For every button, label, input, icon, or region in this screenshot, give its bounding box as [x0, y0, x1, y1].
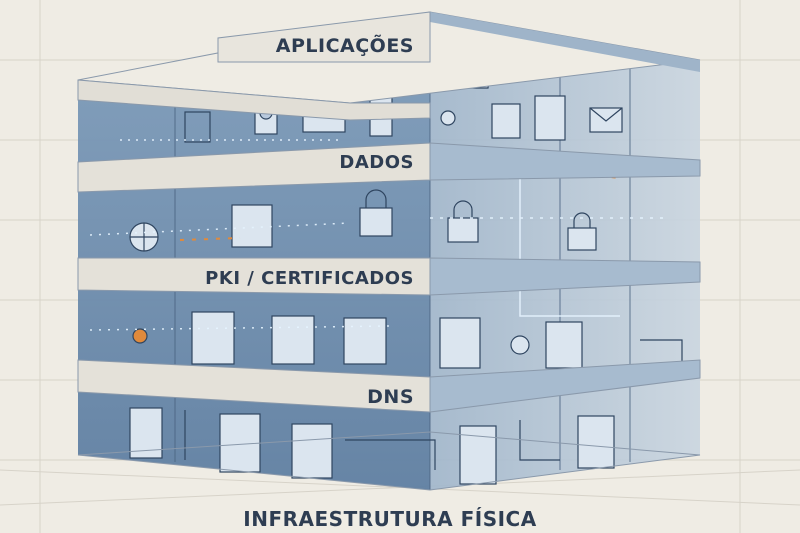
server-icon — [439, 317, 481, 369]
server-icon — [271, 315, 315, 365]
pki-interior — [132, 311, 683, 369]
padlock-icon — [359, 207, 393, 237]
server-icon — [343, 317, 387, 365]
pipe-icon — [184, 410, 560, 470]
router-icon — [510, 335, 530, 355]
base-label-physical-infrastructure: INFRAESTRUTURA FÍSICA — [243, 507, 536, 531]
data-interior — [129, 189, 597, 252]
server-icon — [191, 311, 235, 365]
data-flow-lines — [89, 139, 670, 331]
label-panel — [217, 11, 431, 63]
slabs — [77, 11, 701, 491]
gear-icon — [440, 110, 456, 126]
layer-label-data: DADOS — [339, 152, 414, 173]
server-icon — [291, 423, 333, 479]
layer-label-pki: PKI / CERTIFICADOS — [205, 268, 414, 289]
server-icon — [231, 204, 273, 248]
valve-icon — [132, 328, 148, 344]
server-icon — [219, 413, 261, 473]
pipe-icon — [640, 339, 683, 362]
layer-label-applications: APLICAÇÕES — [276, 33, 414, 57]
padlock-icon — [447, 217, 479, 243]
padlock-icon — [567, 227, 597, 251]
layer-label-dns: DNS — [367, 386, 414, 408]
server-icon — [545, 321, 583, 369]
document-icon — [491, 103, 521, 139]
physical-interior — [129, 407, 615, 485]
server-icon — [577, 415, 615, 469]
